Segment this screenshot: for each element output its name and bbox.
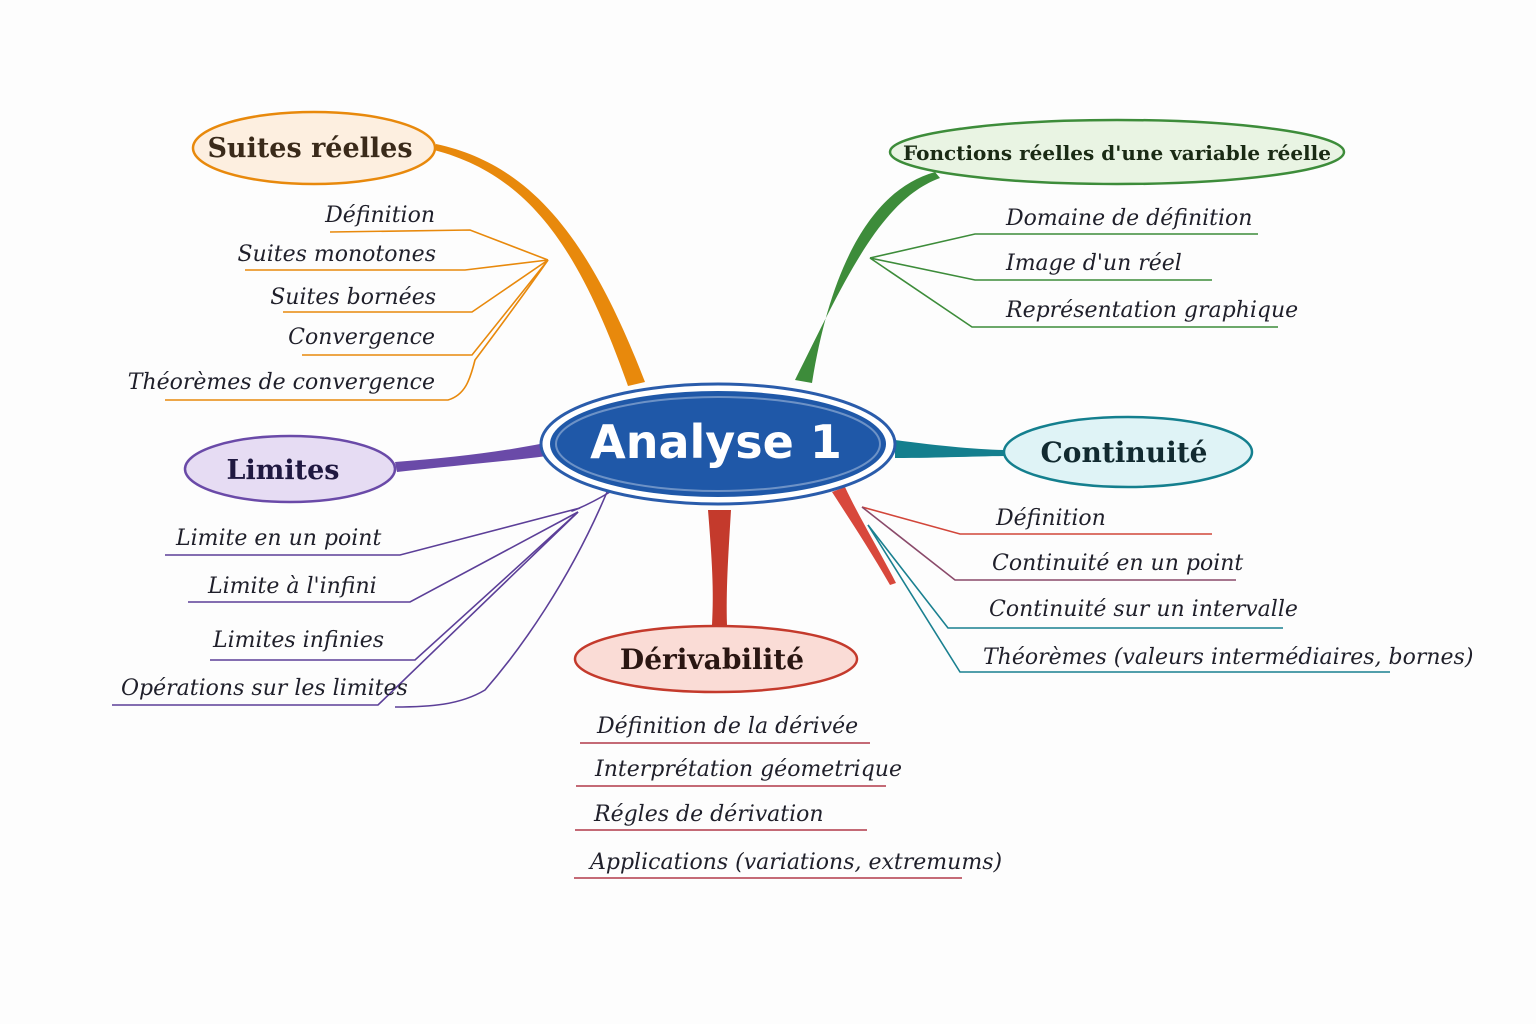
fonctions-item-representation: Représentation graphique: [1005, 298, 1298, 323]
suites-item-bornees: Suites bornées: [270, 285, 436, 310]
fonctions-items: Domaine de définition Image d'un réel Re…: [1005, 206, 1298, 323]
continuite-main-branch: [895, 440, 1010, 458]
derivabilite-node[interactable]: Dérivabilité: [573, 624, 859, 694]
continuite-node[interactable]: Continuité: [1002, 415, 1254, 489]
derivabilite-items: Définition de la dérivée Interprétation …: [588, 714, 1002, 875]
limites-connectors: [112, 491, 611, 708]
derivabilite-main-branch: [708, 510, 731, 625]
suites-item-definition: Définition: [324, 203, 435, 228]
center-node[interactable]: Analyse 1: [539, 382, 897, 506]
limites-item-point: Limite en un point: [175, 526, 381, 551]
continuite-item-theoremes: Théorèmes (valeurs intermédiaires, borne…: [983, 645, 1473, 670]
suites-item-convergence: Convergence: [288, 325, 435, 350]
derivabilite-connectors: [574, 742, 962, 879]
derivabilite-item-definition: Définition de la dérivée: [596, 714, 858, 739]
fonctions-item-domaine: Domaine de définition: [1005, 206, 1252, 231]
fonctions-item-image: Image d'un réel: [1005, 251, 1182, 276]
limites-node[interactable]: Limites: [183, 434, 397, 504]
suites-items: Définition Suites monotones Suites borné…: [128, 203, 436, 395]
fonctions-main-branch: [795, 172, 940, 383]
fonctions-connectors: [869, 233, 1278, 328]
derivabilite-item-interpretation: Interprétation géometrique: [594, 757, 902, 782]
derivabilite-item-regles: Régles de dérivation: [593, 802, 824, 827]
limites-main-branch: [395, 443, 547, 472]
suites-node[interactable]: Suites réelles: [191, 110, 437, 186]
derivabilite-title: Dérivabilité: [620, 643, 804, 676]
continuite-item-definition: Définition: [995, 506, 1106, 531]
suites-main-branch: [434, 144, 645, 386]
limites-item-infinies: Limites infinies: [212, 628, 384, 653]
suites-connectors: [165, 229, 549, 401]
limites-item-operations: Opérations sur les limites: [121, 676, 408, 701]
suites-item-monotones: Suites monotones: [237, 242, 436, 267]
suites-item-theoremes: Théorèmes de convergence: [128, 370, 435, 395]
continuite-items: Définition Continuité en un point Contin…: [983, 506, 1473, 670]
limites-item-infini: Limite à l'infini: [207, 574, 377, 599]
limites-items: Limite en un point Limite à l'infini Lim…: [121, 526, 408, 701]
continuite-item-intervalle: Continuité sur un intervalle: [989, 597, 1298, 622]
continuite-connectors: [861, 506, 1390, 673]
derivabilite-item-applications: Applications (variations, extremums): [588, 850, 1002, 875]
continuite-title: Continuité: [1041, 436, 1208, 469]
limites-title: Limites: [227, 455, 340, 486]
center-label: Analyse 1: [590, 415, 842, 469]
suites-title: Suites réelles: [207, 133, 412, 164]
continuite-item-point: Continuité en un point: [992, 551, 1243, 576]
fonctions-title: Fonctions réelles d'une variable réelle: [903, 141, 1331, 165]
continuite-red-branch: [832, 487, 896, 585]
fonctions-node[interactable]: Fonctions réelles d'une variable réelle: [888, 118, 1346, 186]
